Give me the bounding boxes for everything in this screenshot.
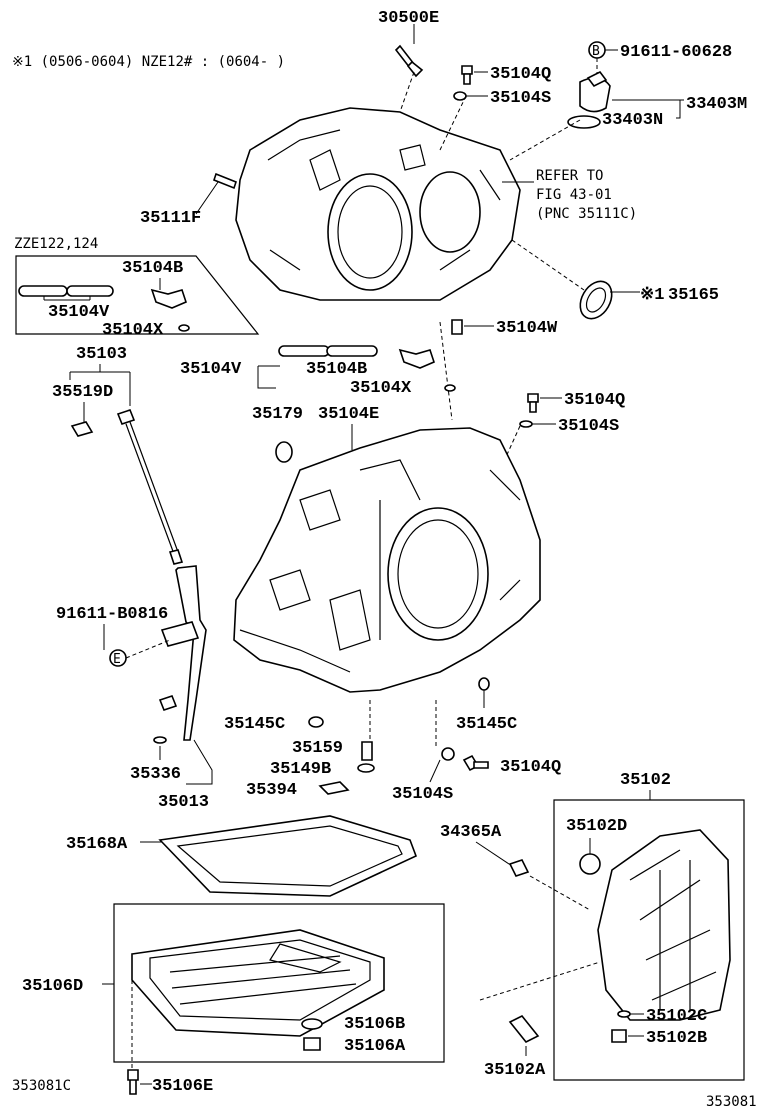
variant-box bbox=[15, 255, 260, 335]
guide-tube-35013 bbox=[158, 565, 207, 741]
gasket-35168A bbox=[158, 815, 418, 897]
label-35104S-top: 35104S bbox=[490, 89, 551, 108]
clip-35519D bbox=[70, 421, 94, 437]
pin-35104V-mid-b bbox=[326, 345, 378, 357]
label-35104E: 35104E bbox=[318, 405, 379, 424]
block-35394 bbox=[318, 781, 350, 795]
dipstick-35103 bbox=[116, 409, 184, 565]
bolt-34365A bbox=[508, 859, 530, 877]
label-35104V-box: 35104V bbox=[48, 303, 110, 322]
label-35394: 35394 bbox=[246, 781, 297, 800]
label-35103: 35103 bbox=[76, 345, 127, 364]
bolt-35104Q-low bbox=[462, 754, 489, 772]
label-35111F: 35111F bbox=[140, 209, 201, 228]
bolt-35106E bbox=[127, 1069, 139, 1095]
pin-35104W bbox=[451, 319, 463, 335]
label-35336: 35336 bbox=[130, 765, 181, 784]
gasket-35106B bbox=[301, 1018, 323, 1030]
bolt-35102A bbox=[508, 1014, 540, 1044]
bolt-marker-letter: B bbox=[592, 44, 600, 59]
label-91611-60628: 91611-60628 bbox=[620, 43, 732, 62]
label-35165: 35165 bbox=[668, 286, 719, 305]
label-35104Q-top: 35104Q bbox=[490, 65, 551, 84]
label-35104Q-mid: 35104Q bbox=[564, 391, 625, 410]
label-35104X-box: 35104X bbox=[102, 321, 164, 340]
oil-pan-box bbox=[113, 903, 445, 1063]
bolt-35111F bbox=[213, 172, 237, 190]
gasket-35149B bbox=[357, 763, 375, 773]
label-35519D: 35519D bbox=[52, 383, 113, 402]
sensor-35104B-box bbox=[150, 288, 187, 309]
refer-note-line2: FIG 43-01 bbox=[536, 187, 612, 203]
label-35102B: 35102B bbox=[646, 1029, 707, 1048]
label-35104S-low: 35104S bbox=[392, 785, 453, 804]
guide-marker-letter: E bbox=[113, 652, 121, 667]
label-35104W: 35104W bbox=[496, 319, 558, 338]
plug-35159 bbox=[361, 741, 373, 761]
plug-35102B bbox=[611, 1029, 627, 1043]
speed-sensor-33403 bbox=[567, 70, 611, 129]
pin-35104V-a bbox=[18, 285, 68, 297]
label-35106A: 35106A bbox=[344, 1037, 406, 1056]
label-35104B-box: 35104B bbox=[122, 259, 183, 278]
bolt-30500E bbox=[394, 44, 424, 78]
extension-housing-35102 bbox=[597, 829, 731, 1021]
label-35013: 35013 bbox=[158, 793, 209, 812]
oil-seal-35165 bbox=[579, 280, 613, 320]
label-35104V-mid: 35104V bbox=[180, 360, 242, 379]
label-33403N: 33403N bbox=[602, 111, 663, 130]
label-33403M: 33403M bbox=[686, 95, 747, 114]
label-35145C-right: 35145C bbox=[456, 715, 517, 734]
label-35106E: 35106E bbox=[152, 1077, 213, 1096]
plug-35145C-right bbox=[478, 677, 490, 691]
variant-label: ZZE122,124 bbox=[14, 236, 98, 252]
label-35165-prefix: ※1 bbox=[640, 286, 664, 305]
label-35102: 35102 bbox=[620, 771, 671, 790]
label-35168A: 35168A bbox=[66, 835, 128, 854]
label-35102A: 35102A bbox=[484, 1061, 546, 1080]
oring-35336 bbox=[153, 736, 167, 744]
plug-35145C-left bbox=[308, 716, 324, 728]
label-35102C: 35102C bbox=[646, 1007, 707, 1026]
label-35102D: 35102D bbox=[566, 817, 627, 836]
sensor-35104B-mid bbox=[398, 348, 435, 369]
label-34365A: 34365A bbox=[440, 823, 502, 842]
label-35104B-mid: 35104B bbox=[306, 360, 367, 379]
transaxle-case-lower bbox=[233, 427, 541, 693]
figure-code-right: 353081 bbox=[706, 1094, 757, 1110]
plug-35179 bbox=[275, 441, 293, 463]
label-35149B: 35149B bbox=[270, 760, 331, 779]
label-35106D: 35106D bbox=[22, 977, 83, 996]
pin-35104V-mid-a bbox=[278, 345, 330, 357]
plug-35102D bbox=[579, 853, 601, 875]
plug-35106A bbox=[303, 1037, 321, 1051]
label-35104S-mid: 35104S bbox=[558, 417, 619, 436]
label-35145C-left: 35145C bbox=[224, 715, 285, 734]
pin-35104V-b bbox=[66, 285, 114, 297]
bolt-35104Q-top bbox=[461, 65, 473, 85]
label-35104Q-low: 35104Q bbox=[500, 758, 561, 777]
refer-note-line3: (PNC 35111C) bbox=[536, 206, 637, 222]
figure-code-left: 353081C bbox=[12, 1078, 71, 1094]
label-91611-B0816: 91611-B0816 bbox=[56, 605, 168, 624]
oring-35104S-low bbox=[441, 747, 455, 761]
label-35106B: 35106B bbox=[344, 1015, 405, 1034]
part-35102-box bbox=[553, 799, 745, 1081]
bolt-35104Q-mid bbox=[527, 393, 539, 413]
oring-35102C bbox=[617, 1010, 631, 1018]
refer-note-line1: REFER TO bbox=[536, 168, 603, 184]
oring-35104X-box bbox=[178, 324, 190, 332]
oil-pan-35106D bbox=[131, 929, 385, 1037]
transaxle-housing-upper bbox=[235, 107, 521, 301]
label-35159: 35159 bbox=[292, 739, 343, 758]
oring-35104X-mid bbox=[444, 384, 456, 392]
label-30500E: 30500E bbox=[378, 9, 439, 28]
applicability-note: ※1 (0506-0604) NZE12# : (0604- ) bbox=[12, 54, 285, 70]
label-35179: 35179 bbox=[252, 405, 303, 424]
label-35104X-mid: 35104X bbox=[350, 379, 412, 398]
oring-35104S-mid bbox=[519, 420, 533, 428]
